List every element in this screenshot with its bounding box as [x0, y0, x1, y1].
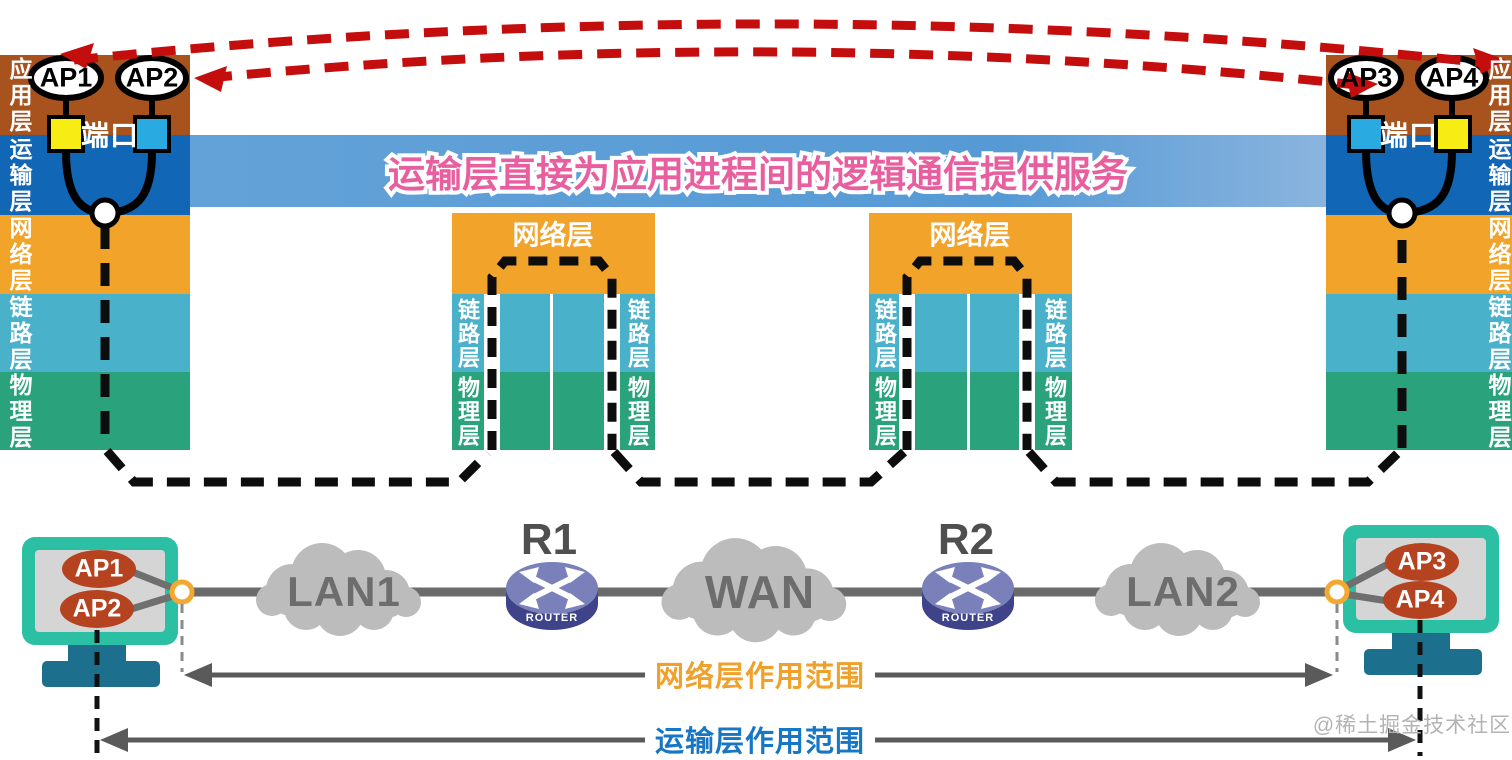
- ap2-label-top: AP2: [125, 62, 179, 93]
- layer-label-application-right: 应用层: [1485, 57, 1511, 135]
- process-oval-ap4-host: [1383, 581, 1457, 619]
- process-oval-ap1-host: [62, 550, 136, 588]
- socket-circle-left: [89, 197, 121, 229]
- arrowhead-icon: [1305, 663, 1333, 687]
- stack1-physical-label-left: 物理层: [455, 376, 480, 448]
- left-stack-wiring: [28, 55, 189, 229]
- stack2-physical-label-right: 物理层: [1042, 376, 1067, 448]
- ap3-label-host: AP3: [1397, 547, 1447, 576]
- port-label-left: 端口: [80, 120, 140, 151]
- layer-label-application-left: 应用层: [6, 57, 32, 135]
- arrowhead-icon: [184, 663, 212, 687]
- ap4-label-top: AP4: [1425, 62, 1479, 93]
- stack1-physical-label-right: 物理层: [625, 376, 650, 448]
- arrowhead-icon: [100, 728, 128, 752]
- router-r2-name: R2: [937, 515, 995, 564]
- lan2-label: LAN2: [1126, 568, 1240, 615]
- layer-label-physical-right: 物理层: [1485, 373, 1511, 451]
- arrowhead-icon: [1388, 728, 1416, 752]
- layer-label-link-right: 链路层: [1485, 295, 1511, 373]
- monitor-stand: [1364, 649, 1482, 675]
- process-oval-ap1: [28, 55, 104, 101]
- host-computer-left: [22, 537, 185, 687]
- host-computer-right: [1335, 525, 1499, 675]
- port-square-blue-left: [133, 115, 171, 153]
- router-stack-2-header: 网络层: [929, 220, 1011, 251]
- transport-banner: [190, 135, 1326, 207]
- stack2-link-label-left: 链路层: [872, 298, 897, 370]
- process-oval-ap2-host: [60, 590, 134, 628]
- arc-ap1-ap4: [73, 19, 1495, 69]
- router-r1-name: R1: [520, 515, 578, 564]
- layer-label-network-right: 网络层: [1485, 216, 1511, 294]
- logical-communication-arcs: [60, 19, 1506, 98]
- ap2-label-host: AP2: [72, 594, 122, 623]
- arrowhead-icon: [1473, 48, 1506, 74]
- port-label-right: 端口: [1379, 120, 1439, 151]
- stack2-physical-label-left: 物理层: [872, 376, 897, 448]
- port-square-yellow-left: [47, 115, 85, 153]
- network-range-label: 网络层作用范围: [654, 661, 866, 693]
- arrowhead-icon: [60, 43, 94, 69]
- layer-label-network-left: 网络层: [6, 216, 32, 294]
- stack1-link-label-left: 链路层: [455, 298, 480, 370]
- monitor-stand: [42, 661, 160, 687]
- ap1-label-top: AP1: [39, 62, 93, 93]
- stack1-link-label-right: 链路层: [625, 298, 650, 370]
- router-r1-caption: ROUTER: [525, 612, 579, 624]
- router-stack-1: [452, 213, 655, 450]
- socket-circle-right: [1386, 197, 1418, 229]
- banner-title-text: 运输层直接为应用进程间的逻辑通信提供服务: [388, 154, 1128, 195]
- right-stack-wiring: [1328, 55, 1489, 229]
- logical-route-dashed: [100, 226, 1407, 487]
- arc-ap2-ap3: [207, 47, 1367, 91]
- transport-range-arrow: [100, 728, 1416, 752]
- port-square-yellow-right: [1434, 115, 1472, 153]
- transport-range-label: 运输层作用范围: [654, 726, 866, 758]
- network-range-arrow: [184, 663, 1333, 687]
- layer-label-transport-left: 运输层: [6, 137, 32, 215]
- layer-label-link-left: 链路层: [6, 295, 32, 373]
- layer-label-physical-left: 物理层: [6, 373, 32, 451]
- router-stack-1-header: 网络层: [512, 220, 594, 251]
- router-r2-caption: ROUTER: [941, 612, 995, 624]
- banner-title: 运输层直接为应用进程间的逻辑通信提供服务 运输层直接为应用进程间的逻辑通信提供服…: [384, 144, 1132, 199]
- arrowhead-icon: [194, 66, 227, 92]
- process-oval-ap3-host: [1385, 543, 1459, 581]
- ap4-label-host: AP4: [1395, 585, 1445, 614]
- nic-ring-right: [1324, 579, 1350, 605]
- watermark: @稀土掘金技术社区: [1312, 714, 1512, 737]
- router-stack-2: [869, 213, 1072, 450]
- range-guide-lines: [94, 604, 1423, 756]
- stack2-link-label-right: 链路层: [1042, 298, 1067, 370]
- port-square-blue-right: [1347, 115, 1385, 153]
- ap1-label-host: AP1: [74, 554, 124, 583]
- process-oval-ap2: [115, 55, 189, 101]
- ap3-label-top: AP3: [1339, 62, 1393, 93]
- layer-label-transport-right: 运输层: [1485, 137, 1511, 215]
- wan-label: WAN: [704, 566, 816, 618]
- nic-ring-left: [169, 579, 195, 605]
- arrowhead-icon: [1346, 72, 1378, 98]
- banner-title-outline: 运输层直接为应用进程间的逻辑通信提供服务: [384, 150, 1132, 199]
- lan1-label: LAN1: [287, 568, 401, 615]
